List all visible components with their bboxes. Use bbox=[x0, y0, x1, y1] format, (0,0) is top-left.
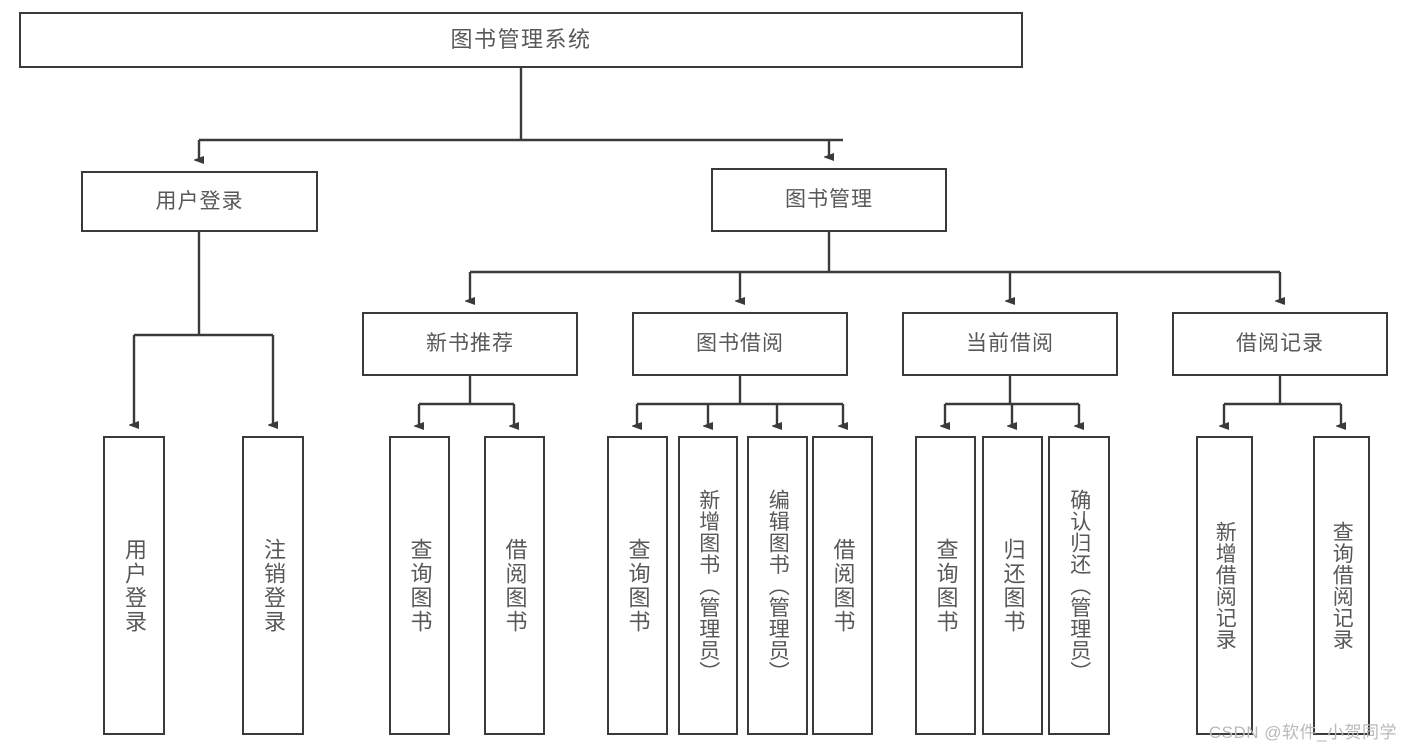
node-borrow-record-label: 借阅记录 bbox=[1236, 332, 1324, 356]
node-leaf-user-login[interactable]: 用户登录 bbox=[103, 436, 165, 735]
node-user-login-label: 用户登录 bbox=[155, 189, 244, 213]
node-root[interactable]: 图书管理系统 bbox=[19, 12, 1023, 68]
node-borrow-record[interactable]: 借阅记录 bbox=[1172, 312, 1388, 376]
node-leaf-edit-book[interactable]: 编辑图书（管理员） bbox=[747, 436, 808, 735]
node-book-borrow-label: 图书借阅 bbox=[696, 332, 784, 356]
node-leaf-add-book[interactable]: 新增图书（管理员） bbox=[678, 436, 738, 735]
node-leaf-query-book-1-label: 查询图书 bbox=[407, 537, 433, 634]
node-leaf-add-record-label: 新增借阅记录 bbox=[1213, 521, 1237, 650]
node-leaf-borrow-book-1[interactable]: 借阅图书 bbox=[484, 436, 545, 735]
node-leaf-query-record-label: 查询借阅记录 bbox=[1330, 521, 1354, 650]
node-leaf-return-book-label: 归还图书 bbox=[1000, 537, 1026, 634]
node-leaf-query-book-3-label: 查询图书 bbox=[933, 537, 959, 634]
node-leaf-user-logout[interactable]: 注销登录 bbox=[242, 436, 304, 735]
node-new-book-recommend[interactable]: 新书推荐 bbox=[362, 312, 578, 376]
node-leaf-edit-book-label: 编辑图书（管理员） bbox=[766, 488, 790, 683]
node-book-manage-label: 图书管理 bbox=[785, 188, 873, 212]
node-leaf-add-record[interactable]: 新增借阅记录 bbox=[1196, 436, 1253, 735]
node-leaf-query-book-2-label: 查询图书 bbox=[625, 537, 651, 634]
node-leaf-borrow-book-1-label: 借阅图书 bbox=[502, 537, 528, 634]
node-leaf-confirm-return[interactable]: 确认归还（管理员） bbox=[1048, 436, 1110, 735]
node-leaf-borrow-book-2-label: 借阅图书 bbox=[830, 537, 856, 634]
node-leaf-borrow-book-2[interactable]: 借阅图书 bbox=[812, 436, 873, 735]
node-root-label: 图书管理系统 bbox=[450, 26, 592, 52]
node-leaf-query-book-2[interactable]: 查询图书 bbox=[607, 436, 668, 735]
node-leaf-query-record[interactable]: 查询借阅记录 bbox=[1313, 436, 1370, 735]
node-leaf-return-book[interactable]: 归还图书 bbox=[982, 436, 1043, 735]
node-current-borrow[interactable]: 当前借阅 bbox=[902, 312, 1118, 376]
watermark-label: CSDN @软件_小贺同学 bbox=[1208, 723, 1397, 742]
node-leaf-add-book-label: 新增图书（管理员） bbox=[696, 488, 720, 683]
node-leaf-query-book-3[interactable]: 查询图书 bbox=[915, 436, 976, 735]
node-new-book-recommend-label: 新书推荐 bbox=[426, 332, 514, 356]
node-book-manage[interactable]: 图书管理 bbox=[711, 168, 947, 232]
node-book-borrow[interactable]: 图书借阅 bbox=[632, 312, 848, 376]
node-leaf-user-logout-label: 注销登录 bbox=[260, 537, 286, 634]
node-leaf-query-book-1[interactable]: 查询图书 bbox=[389, 436, 450, 735]
node-leaf-user-login-label: 用户登录 bbox=[121, 537, 147, 634]
node-current-borrow-label: 当前借阅 bbox=[966, 332, 1054, 356]
node-leaf-confirm-return-label: 确认归还（管理员） bbox=[1067, 488, 1091, 683]
node-user-login[interactable]: 用户登录 bbox=[81, 171, 318, 232]
